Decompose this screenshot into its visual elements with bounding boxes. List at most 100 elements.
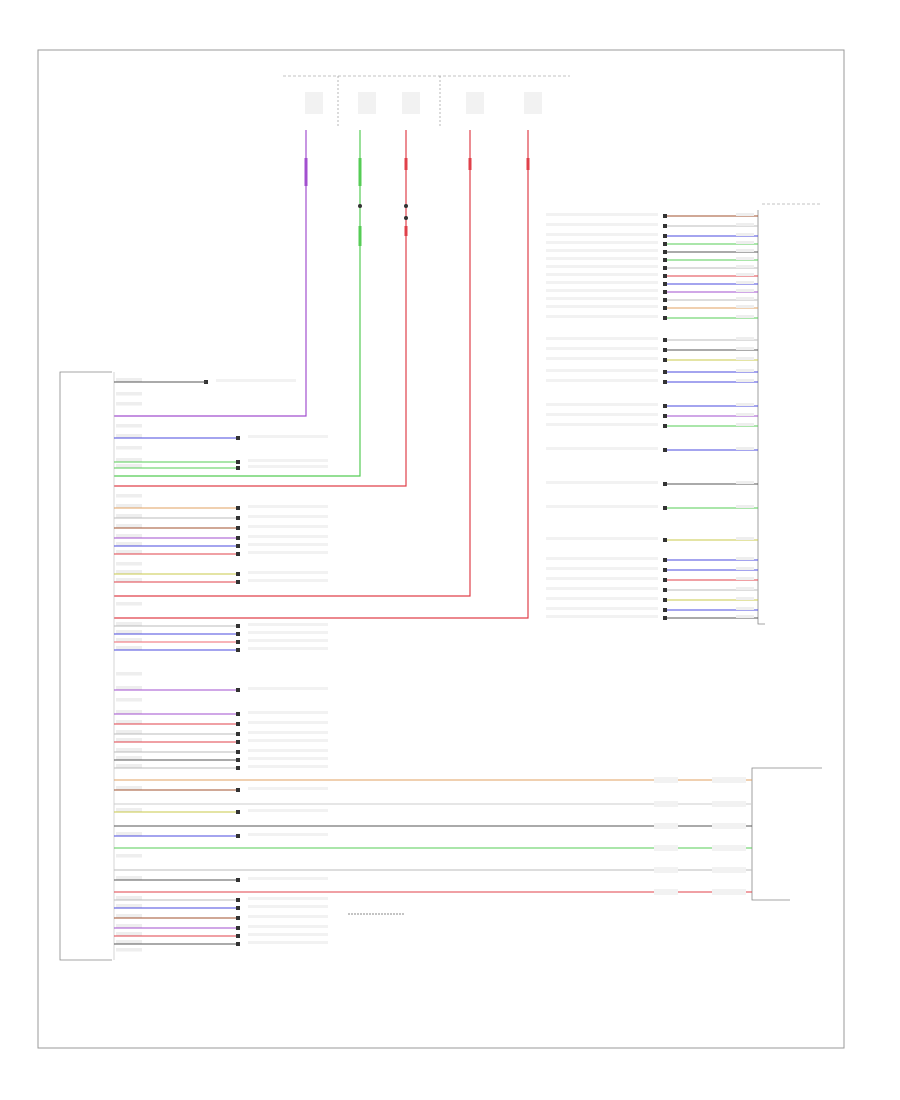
terminal [663,424,667,428]
pin-tag [736,577,754,580]
circuit-tag [546,357,658,360]
terminal [663,558,667,562]
terminal [663,348,667,352]
pin-tag [116,904,142,908]
circuit-tag [248,465,328,468]
pin-tag [736,213,754,216]
pin-tag [736,447,754,450]
pin-tag [736,587,754,590]
pin-tag [116,378,142,382]
terminal [236,466,240,470]
steering-wire-tags [654,777,746,895]
terminal [663,608,667,612]
terminal [236,580,240,584]
terminal [663,290,667,294]
circuit-tag [546,379,658,382]
terminal [236,758,240,762]
terminal [236,436,240,440]
circuit-tag [248,749,328,752]
circuit-tag [248,571,328,574]
right-module [757,203,822,625]
pin-tag [116,392,142,396]
pin-tag [116,832,142,836]
circuit-tag [248,905,328,908]
circuit-tag [546,505,658,508]
terminal [663,414,667,418]
circuit-tag [248,639,328,642]
pin-tag [116,730,142,734]
terminal [663,306,667,310]
pin-tag [116,940,142,944]
terminal [663,538,667,542]
circuit-tag [546,337,658,340]
pin-tag [736,423,754,426]
pin-tag [116,602,142,606]
terminal [663,506,667,510]
terminal [236,632,240,636]
pin-tag [736,567,754,570]
circuit-tag [546,213,658,216]
terminal [236,766,240,770]
terminal [236,898,240,902]
circuit-tag [546,615,658,618]
circuit-tag [546,481,658,484]
terminal [663,242,667,246]
pin-tag [736,369,754,372]
pin-tag [736,597,754,600]
pin-tag [116,896,142,900]
terminal [236,648,240,652]
terminal [663,578,667,582]
circuit-tag [546,273,658,276]
terminal [236,750,240,754]
pin-tag [116,914,142,918]
circuit-tag [546,265,658,268]
pin-tag [116,764,142,768]
circuit-tag [248,505,328,508]
pin-tag [736,413,754,416]
diagram-frame [37,49,845,1049]
circuit-tag [546,369,658,372]
circuit-tag [546,249,658,252]
circuit-tag [546,447,658,450]
pin-tag [116,738,142,742]
circuit-tag [248,631,328,634]
circuit-tag [248,915,328,918]
circuit-tag [248,739,328,742]
circuit-tag [546,315,658,318]
pin-tag [736,315,754,318]
terminal [663,448,667,452]
terminal [663,370,667,374]
pin-tag [116,464,142,468]
circuit-tag [248,525,328,528]
terminal [236,536,240,540]
inline-connectors [304,158,530,246]
terminal [236,878,240,882]
pin-tag [736,615,754,618]
circuit-tag [248,687,328,690]
pin-tag [116,458,142,462]
right-module-wires [546,213,758,620]
pin-tag [116,630,142,634]
circuit-tag [248,757,328,760]
terminal [236,906,240,910]
left-module-wires [114,378,328,952]
wire-red-3 [114,130,529,619]
terminal [663,404,667,408]
pin-tag [736,257,754,260]
terminal [663,274,667,278]
circuit-tag [546,257,658,260]
terminal [236,516,240,520]
pin-tag [116,756,142,760]
pin-tag [736,607,754,610]
pin-tag [116,698,142,702]
terminal [663,588,667,592]
terminal [236,834,240,838]
circuit-tag [248,787,328,790]
terminal [236,934,240,938]
circuit-tag [248,543,328,546]
pin-tag [116,748,142,752]
circuit-tag [546,233,658,236]
pin-tag [736,347,754,350]
circuit-tag [248,711,328,714]
